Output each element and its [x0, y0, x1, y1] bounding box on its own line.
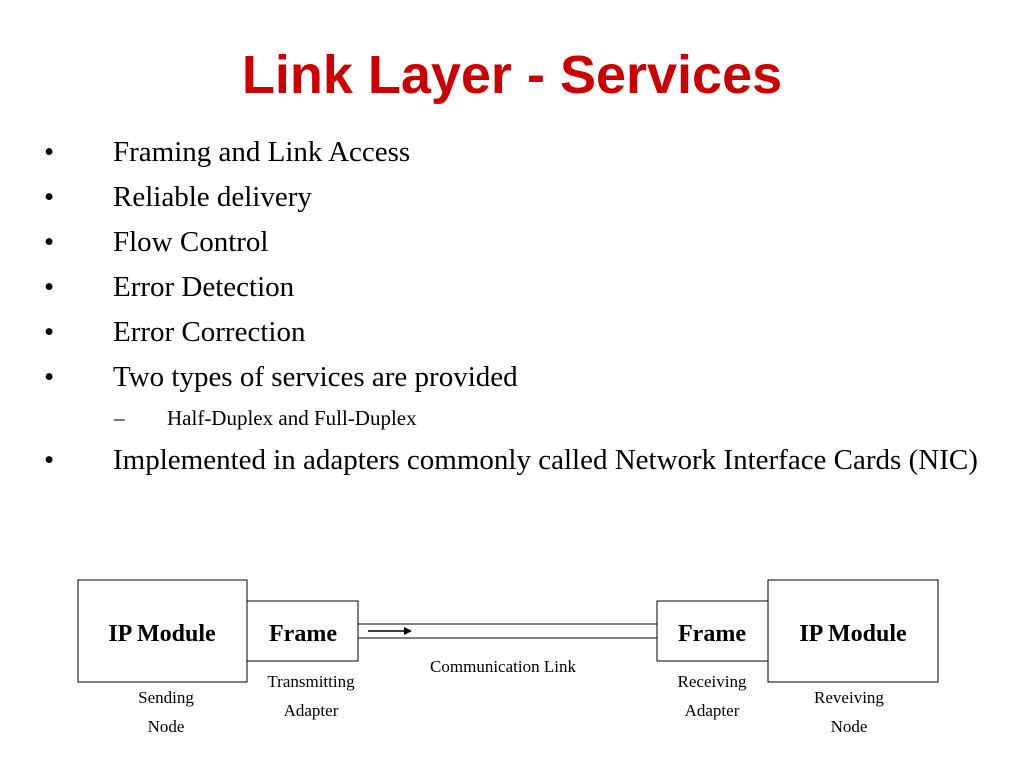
bullet-text: Flow Control	[113, 226, 269, 258]
slide-title: Link Layer - Services	[241, 45, 783, 105]
transmitting-adapter-line2: Adapter	[284, 701, 339, 720]
left-frame-label: Frame	[269, 621, 337, 647]
bullet-text: Reliable delivery	[113, 181, 312, 213]
left-ip-module-box	[77, 579, 248, 683]
link-label: Communication Link	[430, 657, 576, 676]
left-frame-box	[246, 600, 359, 662]
receiving-adapter-line1: Receiving	[678, 672, 747, 691]
bullet-text: Two types of services are provided	[113, 361, 518, 393]
receiving-node-line1: Reveiving	[814, 688, 884, 707]
right-ip-module-label: IP Module	[799, 621, 907, 647]
transmitting-adapter-line1: Transmitting	[267, 672, 355, 691]
sending-node-line2: Node	[148, 717, 185, 736]
bullet-mark: •	[44, 181, 55, 213]
left-ip-module-label: IP Module	[108, 621, 216, 647]
bullet-text: Error Correction	[113, 316, 306, 348]
bullet-text: Implemented in adapters commonly called …	[113, 444, 978, 476]
bullet-text: Error Detection	[113, 271, 295, 303]
right-frame-label: Frame	[678, 621, 746, 647]
bullet-mark: •	[44, 316, 55, 348]
bullet-mark: •	[44, 136, 55, 168]
right-ip-module-box	[767, 579, 939, 683]
bullet-mark: •	[44, 361, 55, 393]
sub-bullet-text: Half-Duplex and Full-Duplex	[167, 406, 417, 430]
bullet-mark: •	[44, 226, 55, 258]
sending-node-line1: Sending	[138, 688, 194, 707]
bullet-text: Framing and Link Access	[113, 136, 411, 168]
direction-arrow-icon	[404, 627, 412, 635]
bullet-mark: •	[44, 271, 55, 303]
receiving-node-line2: Node	[831, 717, 868, 736]
sub-bullet-mark: –	[114, 406, 125, 430]
bullet-mark: •	[44, 444, 55, 476]
receiving-adapter-line2: Adapter	[685, 701, 740, 720]
